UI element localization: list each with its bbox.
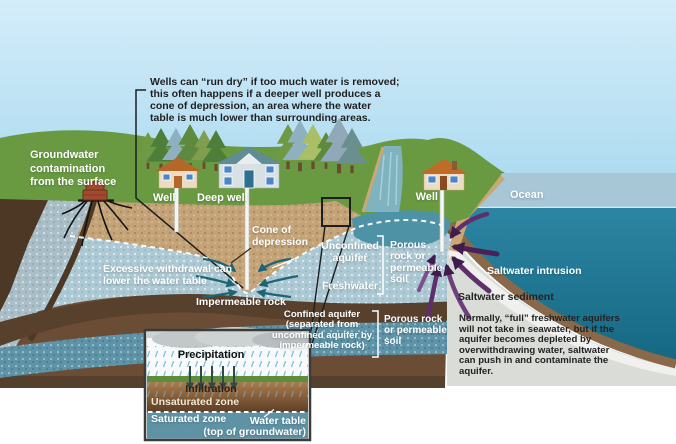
label-cone-of-depression: Cone of depression <box>252 224 309 248</box>
label-saltwater-sediment: Saltwater sediment <box>458 291 554 303</box>
label-excessive-withdrawal: Excessive withdrawal can lower the water… <box>103 263 232 287</box>
house-coast <box>420 159 468 253</box>
zoom-connector-lines <box>310 225 350 348</box>
label-impermeable-rock: Impermeable rock <box>196 296 286 308</box>
label-porous-rock-upper: Porous rock or permeable soil <box>390 239 443 285</box>
rain-streaks <box>147 346 308 376</box>
label-porous-rock-lower: Porous rock or permeable soil <box>384 314 447 347</box>
label-unconfined-aquifer: Unconfined aquifer <box>321 240 379 264</box>
label-deep-well: Deep well <box>197 192 248 204</box>
label-saltwater-intrusion: Saltwater intrusion <box>487 265 582 277</box>
stream-and-pool <box>352 146 451 247</box>
contamination-barrel-icon <box>61 181 133 247</box>
saltwater-note: Normally, “full” freshwater aquifers wil… <box>459 313 620 377</box>
cone-leader-line <box>230 247 252 264</box>
withdrawal-leader-line <box>271 258 295 269</box>
coast-cliff <box>449 173 505 252</box>
label-groundwater-contamination: Groundwater contamination from the surfa… <box>30 149 117 188</box>
confined-bracket <box>372 310 379 358</box>
label-well-right: Well <box>415 191 438 203</box>
label-well-left: Well <box>153 192 176 204</box>
wells-note-leader-line <box>135 89 244 289</box>
unconfined-bracket <box>377 235 384 295</box>
impermeable-rock-band <box>0 294 458 346</box>
house-deep-well <box>215 147 283 291</box>
house-left <box>155 157 201 233</box>
unconfined-aquifer-area <box>0 221 455 326</box>
precipitation-inset <box>143 327 312 442</box>
infiltration-arrows <box>186 366 238 391</box>
label-water-table: Water table (top of groundwater) <box>203 415 306 438</box>
label-precipitation: Precipitation <box>177 349 245 361</box>
ocean-water <box>450 173 676 362</box>
label-confined-aquifer: Confined aquifer (separated from unconfi… <box>271 309 373 352</box>
zoom-region-square <box>321 197 351 227</box>
withdrawal-arrows <box>195 257 299 299</box>
label-unsaturated-zone: Unsaturated zone <box>151 396 240 408</box>
wells-run-dry-note: Wells can “run dry” if too much water is… <box>150 76 400 124</box>
water-table-leader-line <box>263 409 275 418</box>
label-freshwater: Freshwater <box>321 280 379 292</box>
unsaturated-soil-band <box>0 176 504 293</box>
saltwater-intrusion-arrows <box>417 211 500 320</box>
water-table-dashed-line <box>69 219 442 295</box>
label-infiltration: Infiltration <box>185 383 237 395</box>
label-ocean: Ocean <box>510 189 544 201</box>
label-saturated-zone: Saturated zone <box>151 413 227 425</box>
